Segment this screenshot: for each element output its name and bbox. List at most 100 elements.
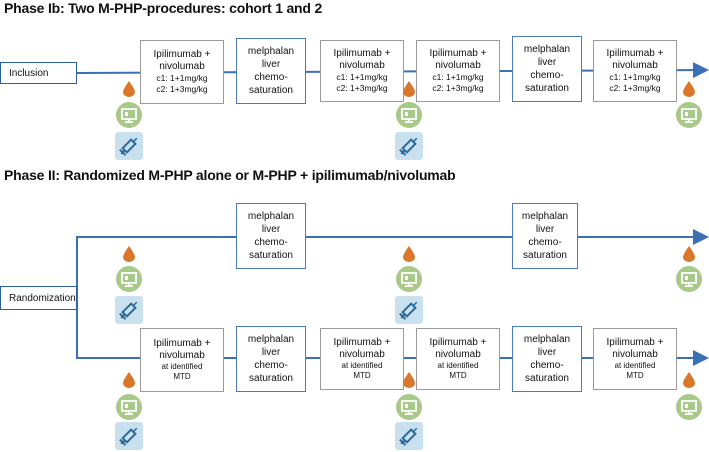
immuno-line1: Ipilimumab + (429, 337, 487, 348)
dose-c1: c1: 1+1mg/kg (336, 72, 388, 82)
dose-c2: c2: 1+3mg/kg (609, 83, 661, 93)
chemo-line3: chemo- (528, 237, 562, 248)
monitor-scan-icon (676, 394, 702, 420)
randomization-label: Randomization (9, 292, 76, 304)
monitor-scan-icon (676, 102, 702, 128)
chemo-line2: liver (261, 59, 281, 70)
phase2-upper-chemo-box-2: melphalan liver chemo- saturation (512, 203, 578, 269)
immuno-line2: nivolumab (339, 60, 385, 71)
immuno-line1: Ipilimumab + (153, 338, 211, 349)
phase2-immuno-box-4: Ipilimumab + nivolumab at identified MTD (593, 328, 677, 390)
immuno-line1: Ipilimumab + (333, 337, 391, 348)
immuno-line4: MTD (626, 371, 644, 380)
chemo-line3: chemo- (254, 237, 288, 248)
chemo-line3: chemo- (530, 360, 564, 371)
dose-c1: c1: 1+1mg/kg (156, 73, 208, 83)
syringe-icon (395, 132, 423, 160)
randomization-box: Randomization (0, 286, 77, 310)
immuno-line2: nivolumab (435, 60, 481, 71)
immuno-line1: Ipilimumab + (606, 48, 664, 59)
chemo-line2: liver (261, 347, 281, 358)
chemo-line2: liver (535, 224, 555, 235)
monitor-scan-icon (116, 102, 142, 128)
inclusion-box: Inclusion (0, 62, 77, 84)
chemo-line1: melphalan (523, 334, 571, 345)
blood-drop-icon (683, 81, 695, 97)
phase2-immuno-box-3: Ipilimumab + nivolumab at identified MTD (416, 328, 500, 390)
phase1-chemo-box-2: melphalan liver chemo- saturation (512, 36, 582, 102)
dose-c2: c2: 1+3mg/kg (156, 84, 208, 94)
blood-drop-icon (403, 81, 415, 97)
chemo-line1: melphalan (247, 46, 295, 57)
monitor-scan-icon (396, 394, 422, 420)
phase1-immuno-box-2: Ipilimumab + nivolumab c1: 1+1mg/kg c2: … (320, 40, 404, 102)
blood-drop-icon (123, 81, 135, 97)
dose-c2: c2: 1+3mg/kg (336, 83, 388, 93)
phase2-upper-chemo-box-1: melphalan liver chemo- saturation (236, 203, 306, 269)
chemo-line4: saturation (249, 373, 293, 384)
chemo-line2: liver (537, 57, 557, 68)
phase1-immuno-box-3: Ipilimumab + nivolumab c1: 1+1mg/kg c2: … (416, 40, 500, 102)
chemo-line3: chemo- (254, 72, 288, 83)
immuno-line3: at identified (437, 361, 479, 370)
dose-c2: c2: 1+3mg/kg (432, 83, 484, 93)
blood-drop-icon (683, 246, 695, 262)
immuno-line2: nivolumab (612, 349, 658, 360)
dose-c1: c1: 1+1mg/kg (609, 72, 661, 82)
syringe-icon (395, 422, 423, 450)
chemo-line1: melphalan (247, 211, 295, 222)
chemo-line4: saturation (249, 85, 293, 96)
blood-drop-icon (123, 246, 135, 262)
chemo-line3: chemo- (530, 70, 564, 81)
chemo-line4: saturation (525, 83, 569, 94)
chemo-line1: melphalan (523, 44, 571, 55)
immuno-line3: at identified (614, 361, 656, 370)
phase2-branch-connector (76, 236, 80, 297)
blood-drop-icon (123, 372, 135, 388)
blood-drop-icon (683, 372, 695, 388)
chemo-line1: melphalan (247, 334, 295, 345)
syringe-icon (115, 296, 143, 324)
phase1-immuno-box-1: Ipilimumab + nivolumab c1: 1+1mg/kg c2: … (140, 40, 224, 104)
monitor-scan-icon (396, 266, 422, 292)
chemo-line1: melphalan (521, 211, 569, 222)
phase2-title: Phase II: Randomized M-PHP alone or M-PH… (4, 167, 456, 183)
immuno-line2: nivolumab (435, 349, 481, 360)
immuno-line4: MTD (449, 371, 467, 380)
immuno-line1: Ipilimumab + (333, 48, 391, 59)
phase2-lower-chemo-box-2: melphalan liver chemo- saturation (512, 326, 582, 392)
immuno-line1: Ipilimumab + (606, 337, 664, 348)
chemo-line3: chemo- (254, 360, 288, 371)
inclusion-label: Inclusion (9, 67, 49, 79)
chemo-line2: liver (261, 224, 281, 235)
immuno-line2: nivolumab (339, 349, 385, 360)
phase1-title: Phase Ib: Two M-PHP-procedures: cohort 1… (4, 0, 323, 16)
chemo-line4: saturation (525, 373, 569, 384)
monitor-scan-icon (396, 102, 422, 128)
chemo-line4: saturation (523, 250, 567, 261)
immuno-line2: nivolumab (159, 61, 205, 72)
monitor-scan-icon (676, 266, 702, 292)
immuno-line4: MTD (173, 372, 191, 381)
phase1-immuno-box-4: Ipilimumab + nivolumab c1: 1+1mg/kg c2: … (593, 40, 677, 102)
syringe-icon (115, 132, 143, 160)
chemo-line4: saturation (249, 250, 293, 261)
immuno-line1: Ipilimumab + (429, 48, 487, 59)
syringe-icon (395, 296, 423, 324)
monitor-scan-icon (116, 394, 142, 420)
immuno-line3: at identified (341, 361, 383, 370)
phase2-immuno-box-1: Ipilimumab + nivolumab at identified MTD (140, 328, 224, 392)
immuno-line2: nivolumab (612, 60, 658, 71)
chemo-line2: liver (537, 347, 557, 358)
phase2-immuno-box-2: Ipilimumab + nivolumab at identified MTD (320, 328, 404, 390)
dose-c1: c1: 1+1mg/kg (432, 72, 484, 82)
immuno-line2: nivolumab (159, 350, 205, 361)
syringe-icon (115, 422, 143, 450)
phase1-chemo-box-1: melphalan liver chemo- saturation (236, 38, 306, 104)
phase2-lower-chemo-box-1: melphalan liver chemo- saturation (236, 326, 306, 392)
blood-drop-icon (403, 372, 415, 388)
immuno-line1: Ipilimumab + (153, 49, 211, 60)
immuno-line3: at identified (161, 362, 203, 371)
blood-drop-icon (403, 246, 415, 262)
immuno-line4: MTD (353, 371, 371, 380)
